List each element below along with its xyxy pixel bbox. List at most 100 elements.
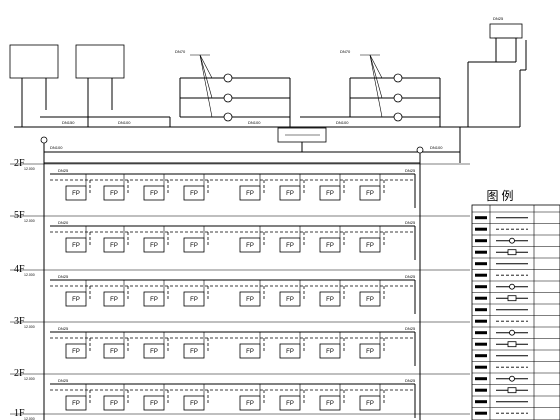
legend-text-block [475, 308, 487, 312]
air-vent-icon [416, 146, 424, 154]
fan-coil-label: FP [246, 243, 254, 249]
fan-coil-unit [65, 291, 87, 307]
fan-coil-unit [359, 343, 381, 359]
pump-icon [223, 112, 233, 122]
fan-coil-unit [183, 291, 205, 307]
fan-coil-label: FP [366, 297, 374, 303]
fan-coil-unit [65, 343, 87, 359]
fan-coil-label: FP [286, 191, 294, 197]
floor-pipe-label: DN25 [58, 274, 69, 279]
fan-coil-label: FP [72, 243, 80, 249]
cooling-tower [489, 23, 523, 39]
equipment-group [9, 44, 125, 127]
floor-pipe-label: DN25 [58, 168, 69, 173]
floor-pipe-label: DN20 [58, 220, 69, 225]
fan-coil-label: FP [110, 297, 118, 303]
legend-text-block [475, 273, 487, 277]
main-pipe-right-label: DN100 [248, 120, 261, 125]
riser-b-label: DN100 [430, 145, 443, 150]
fan-coil-label: FP [150, 297, 158, 303]
fan-coil-label: FP [110, 243, 118, 249]
fan-coil-label: FP [366, 349, 374, 355]
floor-elevation: 12.000 [24, 325, 35, 329]
pump-group-right: DN70 [300, 49, 441, 127]
fan-coil-unit [103, 185, 125, 201]
fan-coil-unit [183, 395, 205, 411]
fan-coil-label: FP [190, 297, 198, 303]
pump-icon [393, 73, 403, 83]
fan-coil-unit [103, 395, 125, 411]
fan-coil-unit [65, 395, 87, 411]
fan-coil-label: FP [150, 401, 158, 407]
fan-coil-label: FP [190, 191, 198, 197]
fan-coil-label: FP [366, 401, 374, 407]
fan-coil-label: FP [190, 243, 198, 249]
fan-coil-unit [359, 237, 381, 253]
fan-coil-label: FP [366, 191, 374, 197]
fitting-icon [507, 295, 517, 302]
fan-coil-unit [103, 291, 125, 307]
main-pipe-left-label: DN150 [62, 120, 75, 125]
floor-elevation: 12.000 [24, 219, 35, 223]
fan-coil-unit [319, 237, 341, 253]
cooling-tower-group: DN25 [467, 16, 527, 127]
legend-text-block [475, 365, 487, 369]
fan-coil-label: FP [246, 297, 254, 303]
fan-coil-unit [239, 185, 261, 201]
fan-coil-unit [143, 291, 165, 307]
fan-coil-unit [279, 291, 301, 307]
floor-right-pipe-label: DN25 [405, 220, 416, 225]
pump-icon [223, 93, 233, 103]
fan-coil-label: FP [286, 349, 294, 355]
fan-coil-label: FP [150, 191, 158, 197]
fan-coil-unit [319, 185, 341, 201]
legend-text-block [475, 377, 487, 381]
fan-coil-unit [239, 395, 261, 411]
pump-group-left: DN70 [175, 49, 291, 127]
legend-text-block [475, 227, 487, 231]
fan-coil-unit [279, 237, 301, 253]
fan-coil-label: FP [286, 297, 294, 303]
pump-icon [393, 112, 403, 122]
fan-coil-unit [359, 395, 381, 411]
floor-label: 4F [14, 264, 25, 275]
fan-coil-label: FP [110, 191, 118, 197]
floor-pipe-label: DN25 [58, 326, 69, 331]
floor-pipe-label: DN25 [58, 378, 69, 383]
floor-right-pipe-label: DN25 [405, 274, 416, 279]
fan-coil-unit [103, 237, 125, 253]
fan-coil-unit [279, 185, 301, 201]
legend-text-block [475, 354, 487, 358]
fan-coil-unit [279, 343, 301, 359]
floor-elevation: 12.000 [24, 417, 35, 420]
main-pipe-far-label: DN100 [336, 120, 349, 125]
fitting-icon [507, 387, 517, 394]
valve-icon [509, 329, 515, 336]
floor-elevation: 12.000 [24, 167, 35, 171]
legend-text-block [475, 319, 487, 323]
fan-coil-unit [239, 291, 261, 307]
fan-coil-unit [65, 185, 87, 201]
pump-icon [223, 73, 233, 83]
fan-coil-unit [143, 395, 165, 411]
valve-icon [509, 237, 515, 244]
fan-coil-label: FP [326, 191, 334, 197]
legend-text-block [475, 216, 487, 220]
legend-text-block [475, 388, 487, 392]
fan-coil-label: FP [246, 401, 254, 407]
floor-label: 1F [14, 408, 25, 419]
fan-coil-unit [143, 185, 165, 201]
fan-coil-label: FP [72, 191, 80, 197]
fan-coil-unit [319, 343, 341, 359]
fan-coil-label: FP [150, 349, 158, 355]
fan-coil-unit [65, 237, 87, 253]
floor-label: 5F [14, 210, 25, 221]
valve-icon [509, 375, 515, 382]
legend-text-block [475, 296, 487, 300]
legend-rows [472, 205, 560, 420]
fan-coil-unit [239, 343, 261, 359]
fan-coil-label: FP [286, 243, 294, 249]
legend-text-block [475, 411, 487, 415]
top-right-pipe-label: DN25 [493, 16, 504, 21]
